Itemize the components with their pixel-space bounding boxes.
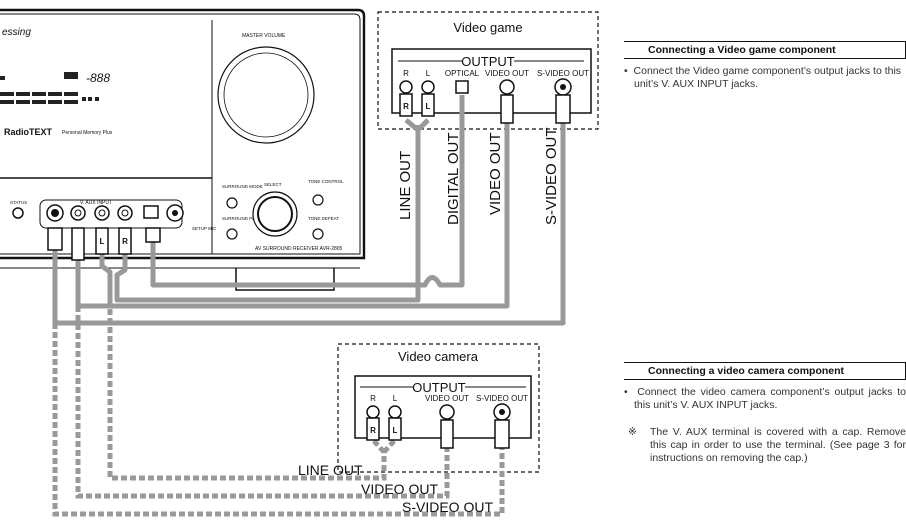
vc-plug-r-letter: R — [370, 426, 376, 435]
video-game-title: Video game — [453, 20, 522, 35]
vg-jack-l-label: L — [426, 69, 431, 78]
cap-note: ※ The V. AUX terminal is covered with a c… — [624, 426, 906, 465]
video-game-instructions: Connecting a Video game component • Conn… — [624, 41, 906, 91]
vg-digital-out-label: DIGITAL OUT — [445, 132, 462, 225]
tone-control-label: TONE CONTROL — [308, 179, 344, 184]
setup-mic-label: SETUP MIC — [192, 226, 217, 231]
vg-plug-l-letter: L — [426, 102, 431, 111]
surround-parameter-button[interactable] — [226, 228, 238, 240]
display-digits: -888 — [86, 71, 110, 85]
vg-jack-optical-label: OPTICAL — [445, 69, 480, 78]
note-text: The V. AUX terminal is covered with a ca… — [650, 426, 906, 464]
master-volume-knob[interactable] — [217, 46, 315, 144]
vg-plug-r-letter: R — [403, 102, 409, 111]
tone-control-button[interactable] — [312, 194, 324, 206]
connection-diagram: essing -888 RadioTEXT Personal Memory Pl… — [0, 8, 599, 517]
vc-jack-r-label: R — [370, 394, 376, 403]
select-label: SELECT — [264, 182, 282, 187]
video-camera-heading: Connecting a video camera component — [624, 362, 906, 380]
vc-jack-l-label: L — [393, 394, 398, 403]
front-display — [0, 72, 99, 104]
surround-mode-button[interactable] — [226, 197, 238, 209]
vg-svideo-out-label: S-VIDEO OUT — [543, 127, 560, 225]
vc-jack-video-label: VIDEO OUT — [425, 394, 469, 403]
video-camera-title: Video camera — [398, 349, 479, 364]
select-knob[interactable] — [252, 191, 298, 237]
video-camera-bullet: • Connect the video camera component’s o… — [624, 386, 906, 411]
vc-video-out-label: VIDEO OUT — [361, 481, 438, 497]
video-game-heading: Connecting a Video game component — [624, 41, 906, 59]
plug-r-letter: R — [122, 237, 128, 246]
status-label: STATUS — [10, 200, 27, 205]
tone-defeat-label: TONE DEFEAT — [308, 216, 339, 221]
video-camera-output-label: OUTPUT — [412, 380, 466, 395]
receiver-plugs: L R — [47, 227, 161, 261]
aux-video-jack[interactable] — [70, 205, 86, 221]
status-button[interactable] — [12, 207, 24, 219]
vg-video-out-label: VIDEO OUT — [487, 132, 504, 215]
vc-svideo-out-label: S-VIDEO OUT — [402, 499, 493, 515]
video-game-output-label: OUTPUT — [461, 54, 515, 69]
device-plugs: R L R L — [366, 93, 571, 449]
surround-parameter-label: SURROUND PARAMETER — [222, 216, 278, 221]
vc-line-out-label: LINE OUT — [298, 462, 363, 478]
video-game-cables — [52, 95, 566, 326]
video-camera-cables — [52, 300, 505, 517]
aux-optical-jack[interactable] — [143, 205, 159, 219]
aux-audio-r-jack[interactable] — [117, 205, 133, 221]
vc-jack-svideo-label: S-VIDEO OUT — [476, 394, 528, 403]
receiver: essing -888 RadioTEXT Personal Memory Pl… — [0, 8, 366, 291]
aux-svideo-jack[interactable] — [46, 204, 64, 222]
vc-plug-l-letter: L — [393, 426, 398, 435]
note-mark: ※ — [628, 426, 637, 438]
brand-text: essing — [2, 27, 31, 38]
surround-mode-label: SURROUND MODE — [222, 184, 263, 189]
radiotext-logo: RadioTEXT — [4, 127, 53, 137]
video-camera-text: Connect the video camera component’s out… — [634, 386, 906, 411]
model-label: AV SURROUND RECEIVER AVR-2805 — [255, 246, 343, 252]
video-camera-box: Video camera OUTPUT R L VIDEO OUT S-VIDE… — [337, 343, 540, 473]
plug-l-letter: L — [100, 237, 105, 246]
vg-line-out-label: LINE OUT — [397, 151, 414, 220]
vg-jack-r-label: R — [403, 69, 409, 78]
v-aux-input-label: V. AUX INPUT — [80, 200, 112, 206]
personal-memory-logo: Personal Memory Plus — [62, 130, 113, 136]
video-game-text: Connect the Video game component’s outpu… — [633, 65, 902, 90]
video-game-bullet: • Connect the Video game component’s out… — [624, 65, 902, 90]
video-camera-instructions: Connecting a video camera component • Co… — [624, 362, 906, 465]
aux-audio-l-jack[interactable] — [94, 205, 110, 221]
vg-jack-svideo-label: S-VIDEO OUT — [537, 69, 589, 78]
tone-defeat-button[interactable] — [312, 228, 324, 240]
master-volume-label: MASTER VOLUME — [242, 33, 286, 39]
vg-jack-video-label: VIDEO OUT — [485, 69, 529, 78]
